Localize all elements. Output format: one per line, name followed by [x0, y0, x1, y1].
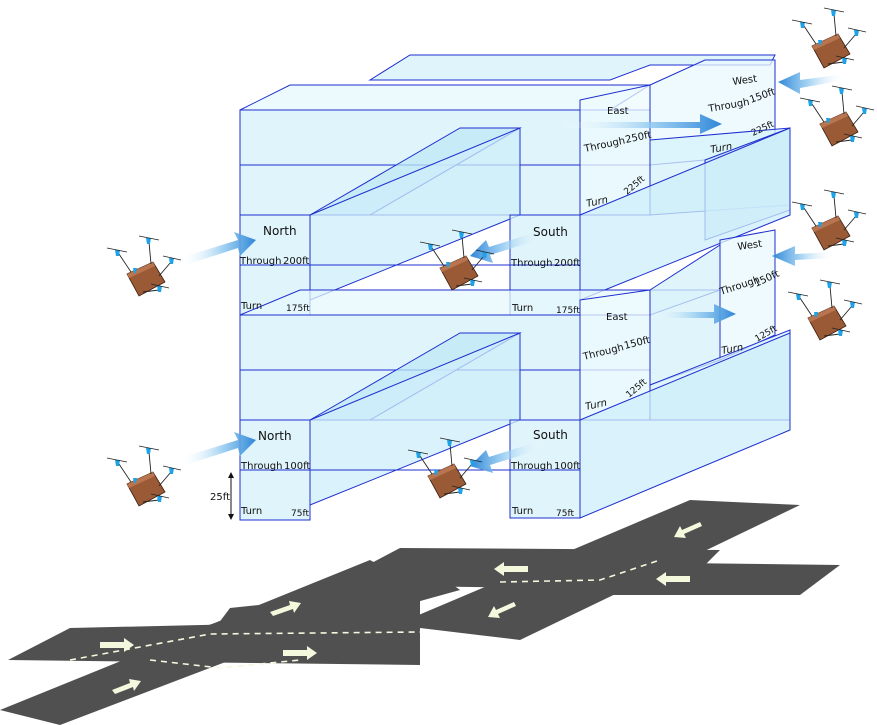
lane-divider	[149, 659, 301, 669]
lower-level-labels: North Through 100ft Turn 75ft South Thro…	[240, 239, 781, 519]
arrow-upper-south-icon	[470, 230, 545, 263]
road-arrow-icon	[674, 522, 702, 538]
scale-indicator: 25ft	[210, 472, 234, 520]
scale-arrow-up-icon	[228, 472, 234, 478]
upper-east-label: East	[607, 106, 629, 117]
lower-south-through: Through	[510, 461, 552, 472]
upper-south-turn-alt: 175ft	[556, 306, 580, 316]
arrow-upper-east-icon	[560, 114, 722, 134]
lower-north-through-alt: 100ft	[284, 461, 310, 472]
road-arrow-icon	[656, 572, 690, 586]
road-arrow-icon	[270, 601, 301, 616]
road-arrow-icon	[283, 646, 317, 660]
lower-west-turn: Turn	[721, 342, 744, 357]
upper-north-turn-alt: 175ft	[286, 304, 310, 314]
lower-south-turn-alt: 75ft	[556, 509, 574, 519]
road-arrow-icon	[112, 679, 141, 694]
arrow-lower-west-icon	[772, 246, 835, 266]
scale-arrow-down-icon	[228, 514, 234, 520]
lower-south-label: South	[533, 428, 568, 442]
upper-south-side	[579, 127, 791, 301]
upper-south-turn: Turn	[511, 303, 533, 314]
upper-north-through-alt: 200ft	[283, 256, 309, 267]
road-arrow-icon	[488, 602, 516, 618]
upper-north-turn: Turn	[240, 301, 262, 312]
lane-divider	[69, 631, 421, 661]
lane-divider	[499, 559, 661, 583]
lower-north-label: North	[258, 429, 292, 443]
upper-west-label: West	[732, 74, 758, 88]
lower-south-turn: Turn	[511, 506, 533, 517]
upper-south-through: Through	[510, 258, 552, 269]
flow-arrows	[180, 72, 845, 473]
road-arrows	[100, 522, 702, 694]
lower-south-side	[579, 332, 791, 519]
upper-south-label: South	[533, 225, 568, 239]
arrow-lower-east-icon	[650, 304, 736, 324]
drone-icon	[791, 189, 867, 251]
drone-icon	[791, 7, 867, 69]
corridor-structure	[239, 54, 791, 521]
drone-icon	[799, 85, 875, 147]
arrow-upper-west-icon	[778, 72, 845, 94]
lower-north-through: Through	[240, 461, 282, 472]
lower-east-turn: Turn	[584, 398, 608, 413]
lower-east-label: East	[606, 312, 628, 323]
road-arrow-icon	[100, 638, 134, 652]
road-segment	[560, 562, 840, 595]
arrow-upper-north-icon	[180, 232, 256, 266]
road-arrow-icon	[494, 562, 528, 576]
drone-icon	[787, 279, 863, 341]
upper-east-turn: Turn	[585, 195, 609, 210]
arrow-lower-north-icon	[180, 432, 256, 466]
upper-south-through-alt: 200ft	[554, 258, 580, 269]
lower-north-turn: Turn	[240, 506, 262, 517]
drone-icon	[106, 235, 182, 297]
arrow-lower-south-icon	[470, 440, 545, 473]
drone-icon	[106, 445, 182, 507]
scale-label: 25ft	[210, 492, 230, 503]
lower-south-through-alt: 100ft	[554, 461, 580, 472]
upper-east-through-alt: 250ft	[624, 130, 652, 146]
upper-north-through: Through	[239, 256, 281, 267]
lower-north-turn-alt: 75ft	[291, 509, 309, 519]
lower-west-label: West	[737, 239, 763, 253]
upper-west-turn: Turn	[710, 141, 733, 156]
upper-north-label: North	[263, 224, 297, 238]
road-network	[0, 500, 840, 725]
